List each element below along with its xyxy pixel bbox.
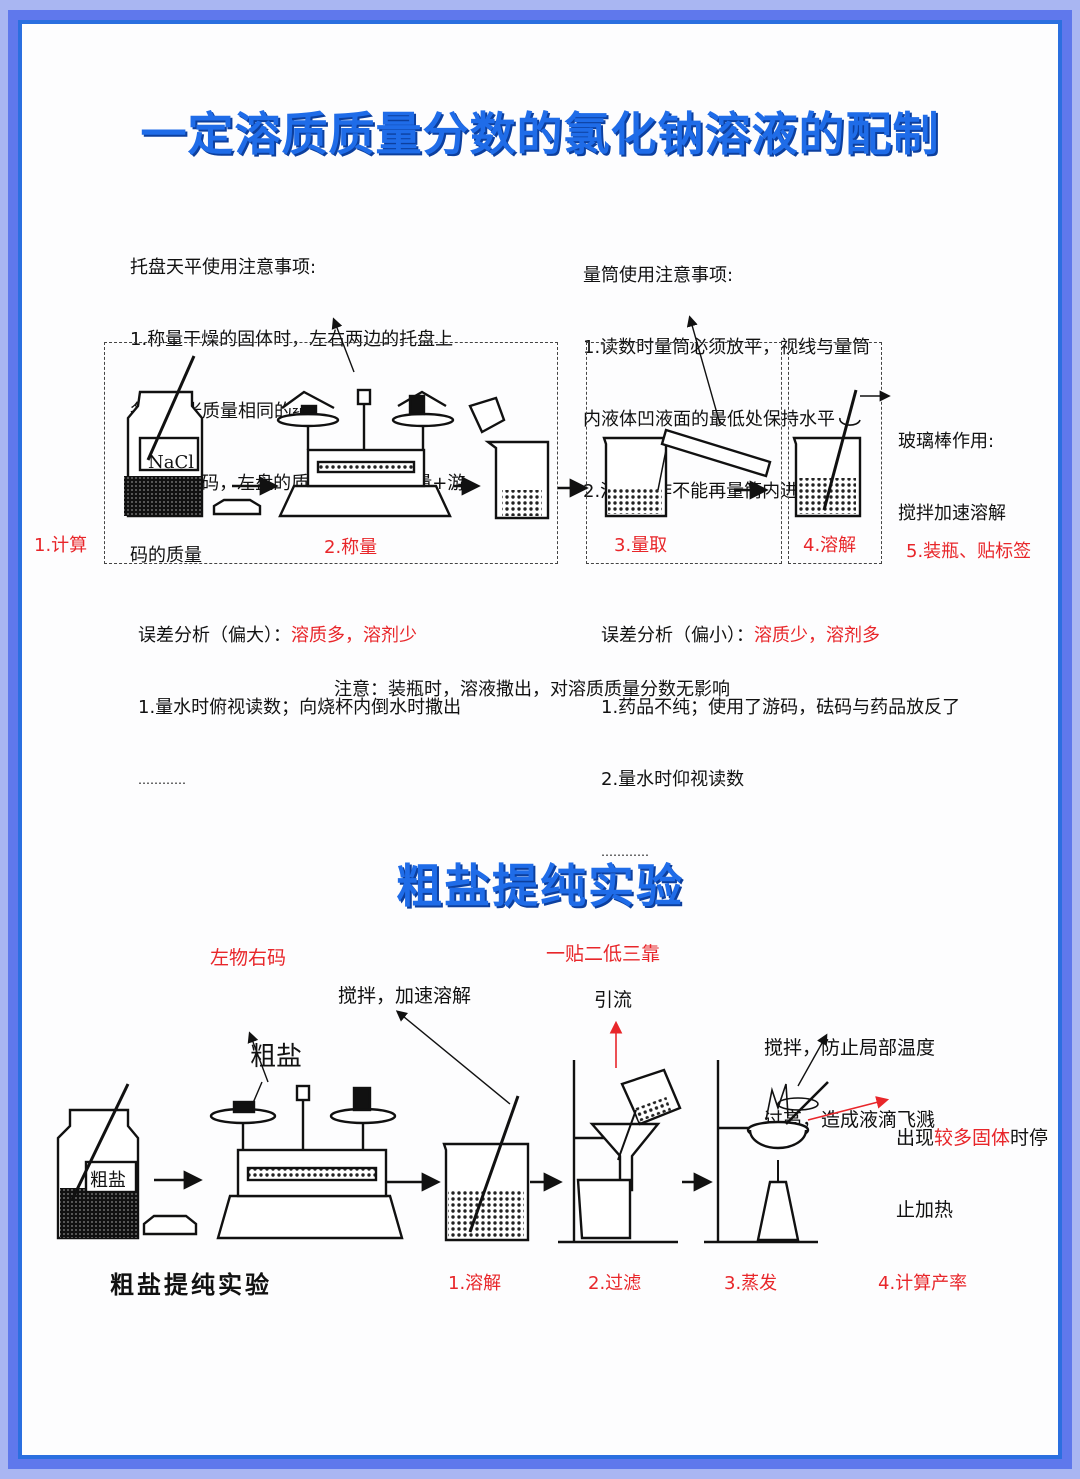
error-high: 误差分析（偏大）：溶质多，溶剂少 1.量水时俯视读数；向烧杯内倒水时撒出 ………… bbox=[138, 576, 461, 840]
left-object-right-weight: 左物右码 bbox=[210, 947, 287, 969]
error-low-label: 误差分析（偏小）： bbox=[601, 625, 754, 646]
filtration-stand bbox=[558, 1060, 682, 1244]
step2-evaporate: 3.蒸发 bbox=[724, 1273, 778, 1294]
error-low-line: 2.量水时仰视读数 bbox=[601, 769, 745, 790]
drain-note: 引流 bbox=[594, 989, 633, 1011]
cylinder-note-line: 量筒使用注意事项: bbox=[583, 265, 734, 286]
step-weigh: 2.称量 bbox=[324, 537, 378, 558]
balance-1 bbox=[276, 388, 455, 518]
step2-yield: 4.计算产率 bbox=[878, 1273, 968, 1294]
beaker-stirring bbox=[792, 389, 862, 518]
step-measure: 3.量取 bbox=[614, 535, 668, 556]
error-high-line: 1.量水时俯视读数；向烧杯内倒水时撒出 bbox=[138, 697, 462, 718]
error-high-highlight: 溶质多，溶剂少 bbox=[291, 625, 417, 646]
page-frame: 一定溶质质量分数的氯化钠溶液的配制 托盘天平使用注意事项: 1.称量干燥的固体时… bbox=[8, 10, 1072, 1469]
balance-note-line: 码的质量 bbox=[130, 545, 202, 566]
rod-note-line: 玻璃棒作用: bbox=[898, 431, 995, 452]
error-low-line: 1.药品不纯；使用了游码，砝码与药品放反了 bbox=[601, 697, 961, 718]
nacl-label: NaCl bbox=[148, 452, 194, 473]
poster: 一定溶质质量分数的氯化钠溶液的配制 托盘天平使用注意事项: 1.称量干燥的固体时… bbox=[18, 20, 1062, 1459]
step-bottle: 5.装瓶、贴标签 bbox=[906, 541, 1032, 562]
beaker-dissolve-2 bbox=[442, 1095, 530, 1242]
crude-salt-jar bbox=[56, 1083, 140, 1240]
weighing-box bbox=[104, 342, 558, 564]
step-dissolve: 4.溶解 bbox=[803, 535, 857, 556]
step2-dissolve: 1.溶解 bbox=[448, 1273, 502, 1294]
bottom-title: 粗盐提纯实验 bbox=[110, 1271, 272, 1299]
error-low: 误差分析（偏小）：溶质少，溶剂多 1.药品不纯；使用了游码，砝码与药品放反了 2… bbox=[601, 576, 960, 912]
stop-heat-highlight: 较多固体 bbox=[934, 1127, 1011, 1149]
step2-filter: 2.过滤 bbox=[588, 1273, 642, 1294]
rod-note-line: 搅拌加速溶解 bbox=[898, 503, 1006, 524]
stir-dissolve-note: 搅拌，加速溶解 bbox=[338, 985, 472, 1007]
balance-2 bbox=[209, 1084, 404, 1240]
balance-note-line: 托盘天平使用注意事项: bbox=[130, 257, 317, 278]
dish-2-icon bbox=[142, 1214, 198, 1236]
cylinder-note-line: 内液体凹液面的最低处保持水平 bbox=[583, 409, 835, 430]
error-high-label: 误差分析（偏大）： bbox=[138, 625, 291, 646]
stop-heat-post: 时停 bbox=[1010, 1127, 1049, 1149]
evaporation-stand bbox=[704, 1060, 829, 1244]
stir-prevent-line: 搅拌，防止局部温度 bbox=[764, 1037, 936, 1059]
second-title: 粗盐提纯实验 bbox=[396, 859, 684, 913]
error-high-line: ………… bbox=[138, 773, 186, 787]
nacl-jar bbox=[124, 355, 204, 518]
step-calculate: 1.计算 bbox=[34, 535, 88, 556]
filter-rule-note: 一贴二低三靠 bbox=[546, 943, 661, 965]
stir-prevent-line: 过高，造成液滴飞溅 bbox=[764, 1109, 936, 1131]
error-low-line: ………… bbox=[601, 845, 649, 859]
dish-icon bbox=[212, 498, 262, 516]
dissolving-box bbox=[788, 342, 882, 564]
stop-heat-line2: 止加热 bbox=[896, 1199, 954, 1221]
stop-heat-pre: 出现 bbox=[896, 1127, 935, 1149]
stir-prevent-note: 搅拌，防止局部温度 过高，造成液滴飞溅 bbox=[764, 988, 935, 1180]
error-low-highlight: 溶质少，溶剂多 bbox=[754, 625, 880, 646]
beaker-water-cylinder bbox=[602, 428, 772, 518]
notice: 注意：装瓶时，溶液撒出，对溶质质量分数无影响 bbox=[334, 679, 730, 700]
beaker-solid bbox=[468, 396, 550, 520]
rod-note: 玻璃棒作用: 搅拌加速溶解 bbox=[898, 382, 1006, 574]
balance-note-line: 1.称量干燥的固体时，左右两边的托盘上 bbox=[130, 329, 454, 350]
apparatus-drawing: NaCl 粗盐 bbox=[56, 315, 891, 1244]
crude-jar-label: 粗盐 bbox=[90, 1170, 126, 1191]
main-title: 一定溶质质量分数的氯化钠溶液的配制 bbox=[140, 107, 940, 161]
stop-heat-note: 出现较多固体时停 止加热 bbox=[896, 1078, 1048, 1270]
measuring-box bbox=[586, 342, 782, 564]
